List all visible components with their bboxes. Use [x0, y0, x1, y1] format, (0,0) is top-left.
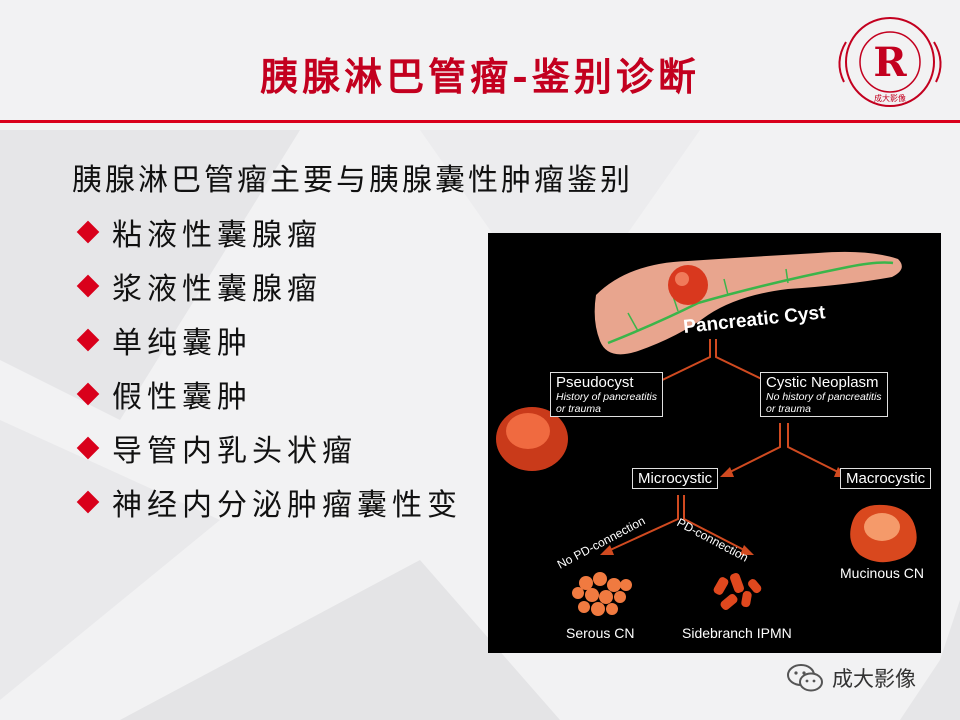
diamond-bullet-icon — [76, 436, 100, 460]
pancreatic-cyst-flowchart: No PD-connection PD-connection Pancreati… — [488, 233, 941, 653]
list-item-label: 假性囊肿 — [112, 380, 252, 415]
list-item: 神经内分泌肿瘤囊性变 — [76, 475, 462, 529]
list-item-label: 导管内乳头状瘤 — [112, 434, 357, 469]
microcystic-box: Microcystic — [632, 468, 719, 489]
hospital-logo: R 成大影像 — [838, 17, 942, 107]
differential-list: 粘液性囊腺瘤 浆液性囊腺瘤 单纯囊肿 假性囊肿 导管内乳头状瘤 神经内分泌肿瘤囊… — [76, 205, 462, 529]
diamond-bullet-icon — [76, 382, 100, 406]
cyst-lesion — [668, 265, 708, 305]
macrocystic-box: Macrocystic — [840, 468, 932, 489]
pancreas-illustration — [594, 251, 902, 355]
list-item: 假性囊肿 — [76, 367, 462, 421]
cystic-neoplasm-note-line1: No history of pancreatitis — [766, 391, 882, 403]
diamond-bullet-icon — [76, 274, 100, 298]
intro-text: 胰腺淋巴管瘤主要与胰腺囊性肿瘤鉴别 — [72, 163, 633, 198]
pseudocyst-label: Pseudocyst — [556, 374, 634, 391]
serous-illustration — [572, 572, 632, 616]
slide-header: 胰腺淋巴管瘤-鉴别诊断 R 成大影像 — [0, 0, 960, 122]
cystic-neoplasm-note-line2: or trauma — [766, 403, 811, 415]
pseudocyst-note-line1: History of pancreatitis — [556, 391, 657, 403]
cystic-neoplasm-label: Cystic Neoplasm — [766, 374, 879, 391]
diamond-bullet-icon — [76, 328, 100, 352]
slide-title: 胰腺淋巴管瘤-鉴别诊断 — [260, 54, 700, 99]
logo-letter: R — [873, 39, 907, 86]
sidebranch-ipmn-label: Sidebranch IPMN — [682, 625, 792, 641]
cystic-neoplasm-box: Cystic Neoplasm No history of pancreatit… — [760, 372, 888, 417]
list-item: 粘液性囊腺瘤 — [76, 205, 462, 259]
serous-cn-label: Serous CN — [566, 625, 635, 641]
list-item: 单纯囊肿 — [76, 313, 462, 367]
title-divider — [0, 120, 960, 123]
no-pd-connection-label: No PD-connection — [555, 514, 648, 572]
list-item-label: 浆液性囊腺瘤 — [112, 272, 322, 307]
pseudocyst-box: Pseudocyst History of pancreatitis or tr… — [550, 372, 663, 417]
list-item-label: 单纯囊肿 — [112, 326, 252, 361]
pancreatic-duct — [607, 261, 894, 345]
wechat-icon — [787, 664, 823, 692]
watermark: 成大影像 — [786, 661, 916, 695]
watermark-text: 成大影像 — [832, 667, 916, 691]
diamond-bullet-icon — [76, 220, 100, 244]
list-item-label: 粘液性囊腺瘤 — [112, 218, 322, 253]
mucinous-cn-label: Mucinous CN — [840, 565, 925, 581]
list-item: 浆液性囊腺瘤 — [76, 259, 462, 313]
list-item-label: 神经内分泌肿瘤囊性变 — [112, 488, 462, 523]
ipmn-illustration — [713, 573, 762, 610]
logo-ring-text: 成大影像 — [874, 93, 906, 103]
pd-connection-label: PD-connection — [675, 515, 751, 564]
diamond-bullet-icon — [76, 490, 100, 514]
list-item: 导管内乳头状瘤 — [76, 421, 462, 475]
pseudocyst-note-line2: or trauma — [556, 403, 601, 415]
flowchart-graphics: No PD-connection PD-connection Pancreati… — [496, 251, 917, 616]
